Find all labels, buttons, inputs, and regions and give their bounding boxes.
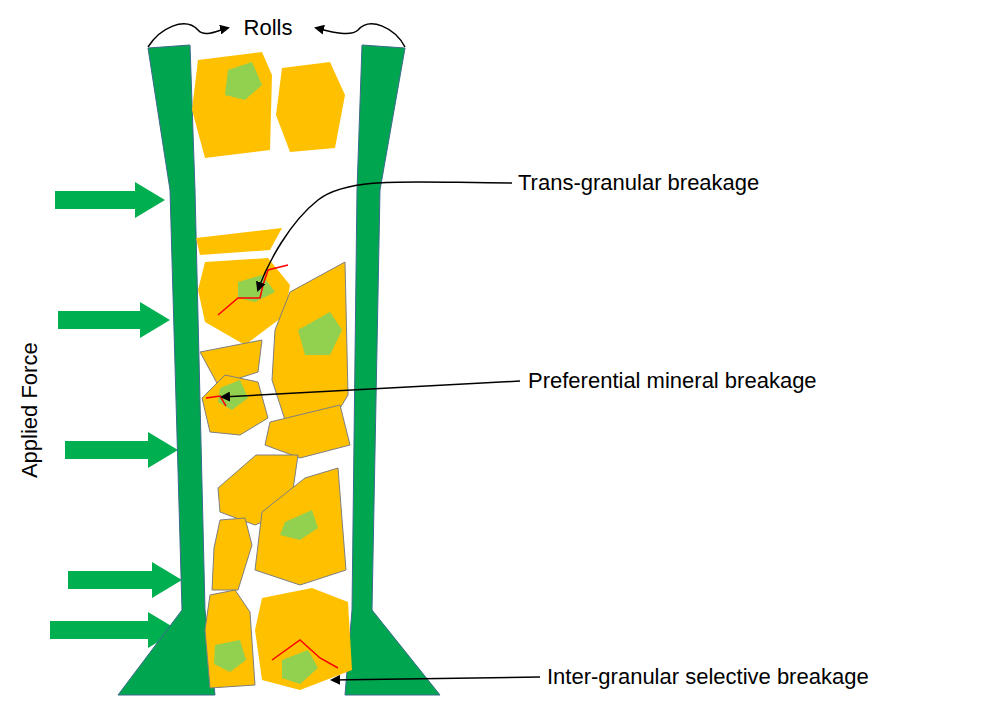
callout-label: Inter-granular selective breakage bbox=[547, 664, 869, 690]
particles bbox=[192, 52, 352, 690]
callout-label: Trans-granular breakage bbox=[518, 170, 759, 196]
roll-shapes bbox=[118, 45, 440, 695]
force-label: Applied Force bbox=[17, 342, 43, 478]
callout-label: Preferential mineral breakage bbox=[528, 368, 817, 394]
roll-label: Rolls bbox=[244, 15, 293, 41]
callout-leaders bbox=[222, 182, 540, 680]
force-arrows bbox=[50, 182, 182, 648]
